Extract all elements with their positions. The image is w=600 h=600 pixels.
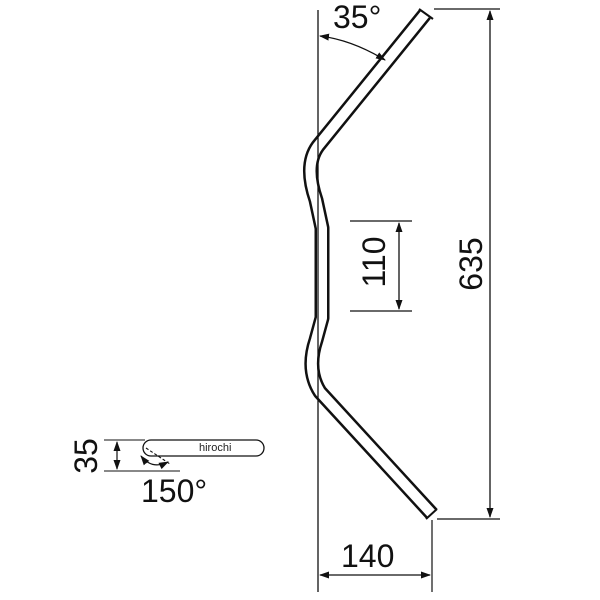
height-dimension: 635 <box>434 8 500 520</box>
pullback-dimension: 140 <box>319 520 433 592</box>
bend-angle-arc <box>319 33 386 61</box>
end-angle-label: 150° <box>141 473 207 509</box>
handlebar-top-end-cap <box>418 8 434 20</box>
handlebar-tube <box>303 8 438 520</box>
end-detail: 35 150° <box>68 438 265 509</box>
bend-angle-dimension: 35° <box>319 0 386 61</box>
handlebar-inner-fill <box>305 10 436 518</box>
rise-dimension: 110 <box>350 220 412 312</box>
end-rise-label: 35 <box>68 438 104 474</box>
rise-label: 110 <box>356 236 392 287</box>
height-label: 635 <box>453 237 489 290</box>
pullback-label: 140 <box>341 538 394 574</box>
handlebar-bottom-end-cap <box>425 508 438 520</box>
end-tube-outline <box>142 439 265 457</box>
watermark-text: hirochi <box>199 442 231 454</box>
end-angle-arc <box>140 455 169 470</box>
bend-angle-label: 35° <box>333 0 381 35</box>
